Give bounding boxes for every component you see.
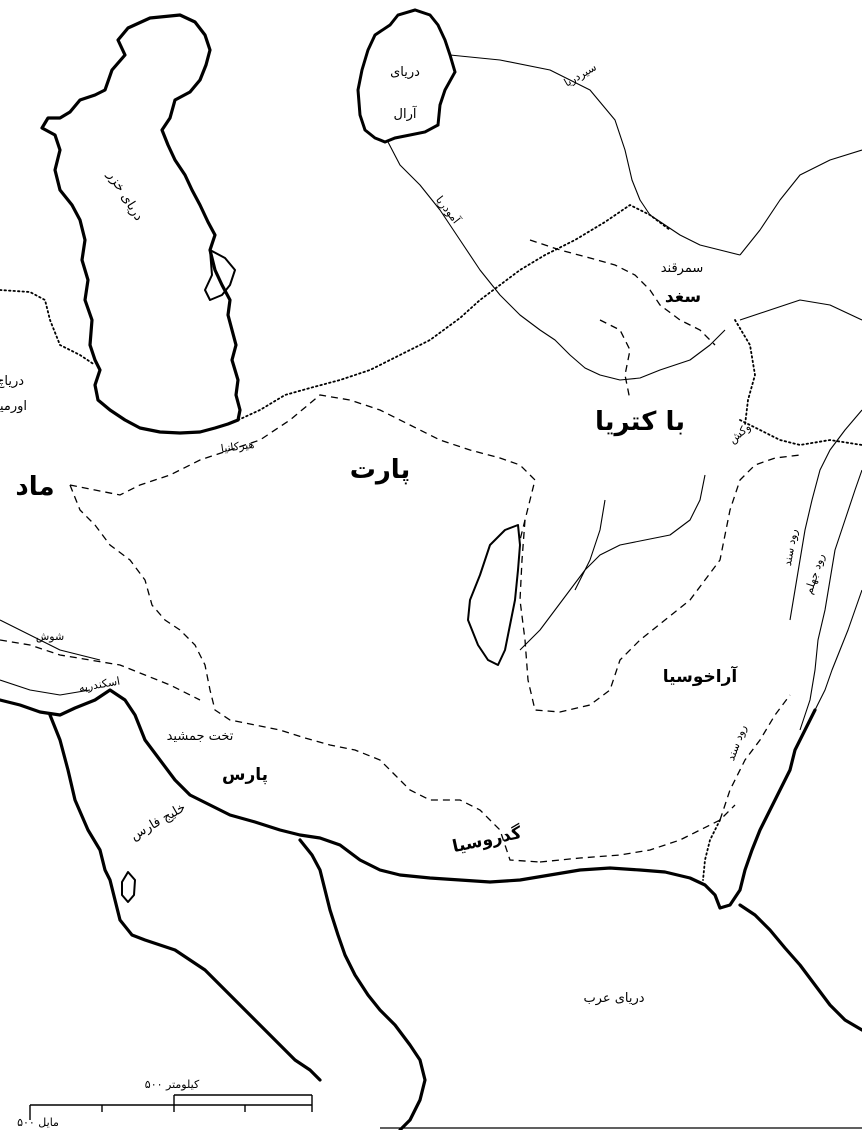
persepolis-label: تخت جمشید [167,729,234,744]
persian-gulf-label: خلیج فارس [128,800,188,844]
scale-km-label: ۵۰۰ کیلومتر [145,1078,200,1091]
jhelum-river [789,409,862,621]
aral-sea-label-2: آرال [394,105,418,122]
urmia-label-1: دریاچ [0,374,24,389]
sind-boundary [719,694,791,821]
samarkand-label: سمرقند [661,261,704,276]
region-gedrosia: گدروسیا [450,822,523,857]
east-route [734,319,756,426]
oman-coast [298,838,427,1130]
region-parth: پارت [350,455,411,485]
royal-route [237,203,671,421]
scale-mi-label: ۵۰۰ مایل [17,1116,59,1129]
syrdarya-river [449,54,741,256]
sogd-boundary [599,319,631,401]
susa-label: شوش [36,630,64,643]
river-east-1 [739,149,862,256]
sind-lower-label: رود سند [724,723,749,763]
region-sogd: سغد [665,287,701,307]
caspian-sea-coast [40,13,242,435]
indus-route [702,819,721,881]
gedrosia-boundary [539,804,736,863]
caspian-sea-label: دریای خزر [103,168,146,224]
india-route [739,419,862,446]
west-route [0,289,96,366]
indus-river-2 [799,469,862,731]
river-west-2 [0,679,91,696]
region-arachosia: آراخوسیا [663,665,739,687]
arabian-peninsula-coast [48,713,322,1082]
aral-sea [356,8,457,144]
arachosia-boundary [519,454,801,713]
jhelum-label: رود جهلم [802,552,827,596]
hamun-lake [467,524,521,666]
india-west-coast [738,903,862,1032]
helmand-river [519,474,706,651]
scale-bar [29,1094,313,1120]
helmand-branch [574,499,606,591]
amudarya-river [387,141,726,381]
region-media: ماد [15,472,54,502]
aral-sea-label-1: دریای [390,65,420,80]
sind-upper-label: رود سند [781,528,800,567]
parth-boundary [69,394,536,541]
river-west [0,619,101,661]
urmia-label-2: اورمیه [0,399,27,414]
caspian-peninsula [204,249,236,301]
indus-river [814,589,862,711]
hyrcania-label: هیرکانیا [220,438,255,456]
west-media-boundary [0,639,201,701]
persian-gulf-coast [0,688,817,910]
bactria-boundary [529,239,716,346]
iran-west-boundary [69,484,541,863]
river-east-2 [739,299,862,321]
qatar [121,871,136,903]
arabian-sea-label: دریای عرب [583,991,644,1006]
region-pars: پارس [222,765,268,785]
region-bactria: با کتریا [595,407,685,437]
